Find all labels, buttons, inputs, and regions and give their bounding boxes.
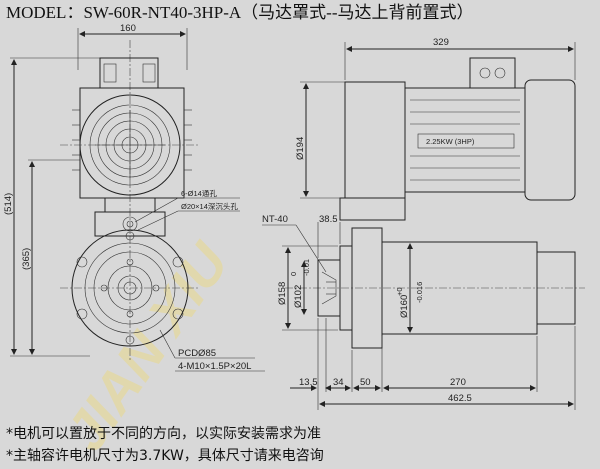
dim-width-160: 160 <box>120 23 136 34</box>
motor-label: 2.25KW (3HP) <box>426 137 475 146</box>
dim-13-5: 13.5 <box>299 377 318 388</box>
dim-height-514: (514) <box>3 193 14 215</box>
tol-102-top: 0 <box>289 272 298 276</box>
dim-38-5: 38.5 <box>319 214 338 225</box>
dim-dia-160: Ø160 <box>399 295 410 318</box>
dim-height-365: (365) <box>21 248 32 270</box>
dim-462-5: 462.5 <box>448 393 472 404</box>
hole-note-counterbore: Ø20×14深沉头孔 <box>181 201 238 211</box>
dim-dia-102: Ø102 <box>293 285 304 308</box>
hole-note-through: 6-Ø14通孔 <box>181 188 217 198</box>
dim-length-329: 329 <box>433 37 449 48</box>
model-title: MODEL：SW-60R-NT40-3HP-A（马达罩式--马达上背前置式） <box>6 3 473 22</box>
taper-label: NT-40 <box>262 214 288 225</box>
dim-50: 50 <box>360 377 371 388</box>
front-view: 160 (514) (365) <box>3 23 265 372</box>
note-motor-size: *主轴容许电机尺寸为3.7KW，具体尺寸请来电咨询 <box>6 448 324 464</box>
pcd-note: PCDØ85 <box>178 348 216 359</box>
thread-note: 4-M10×1.5P×20L <box>178 361 251 372</box>
dim-dia-158: Ø158 <box>277 282 288 305</box>
tol-160-bot: -0.016 <box>415 282 424 303</box>
dim-270: 270 <box>450 377 466 388</box>
dim-dia-194: Ø194 <box>295 137 306 160</box>
side-view: 329 Ø194 2.25KW (3HP) <box>262 37 585 410</box>
tol-160-top: +0 <box>395 287 404 296</box>
tol-102-bot: -0.01 <box>302 259 311 276</box>
note-motor-orientation: *电机可以置放于不同的方向，以实际安装需求为准 <box>6 426 321 442</box>
dim-34: 34 <box>333 377 344 388</box>
